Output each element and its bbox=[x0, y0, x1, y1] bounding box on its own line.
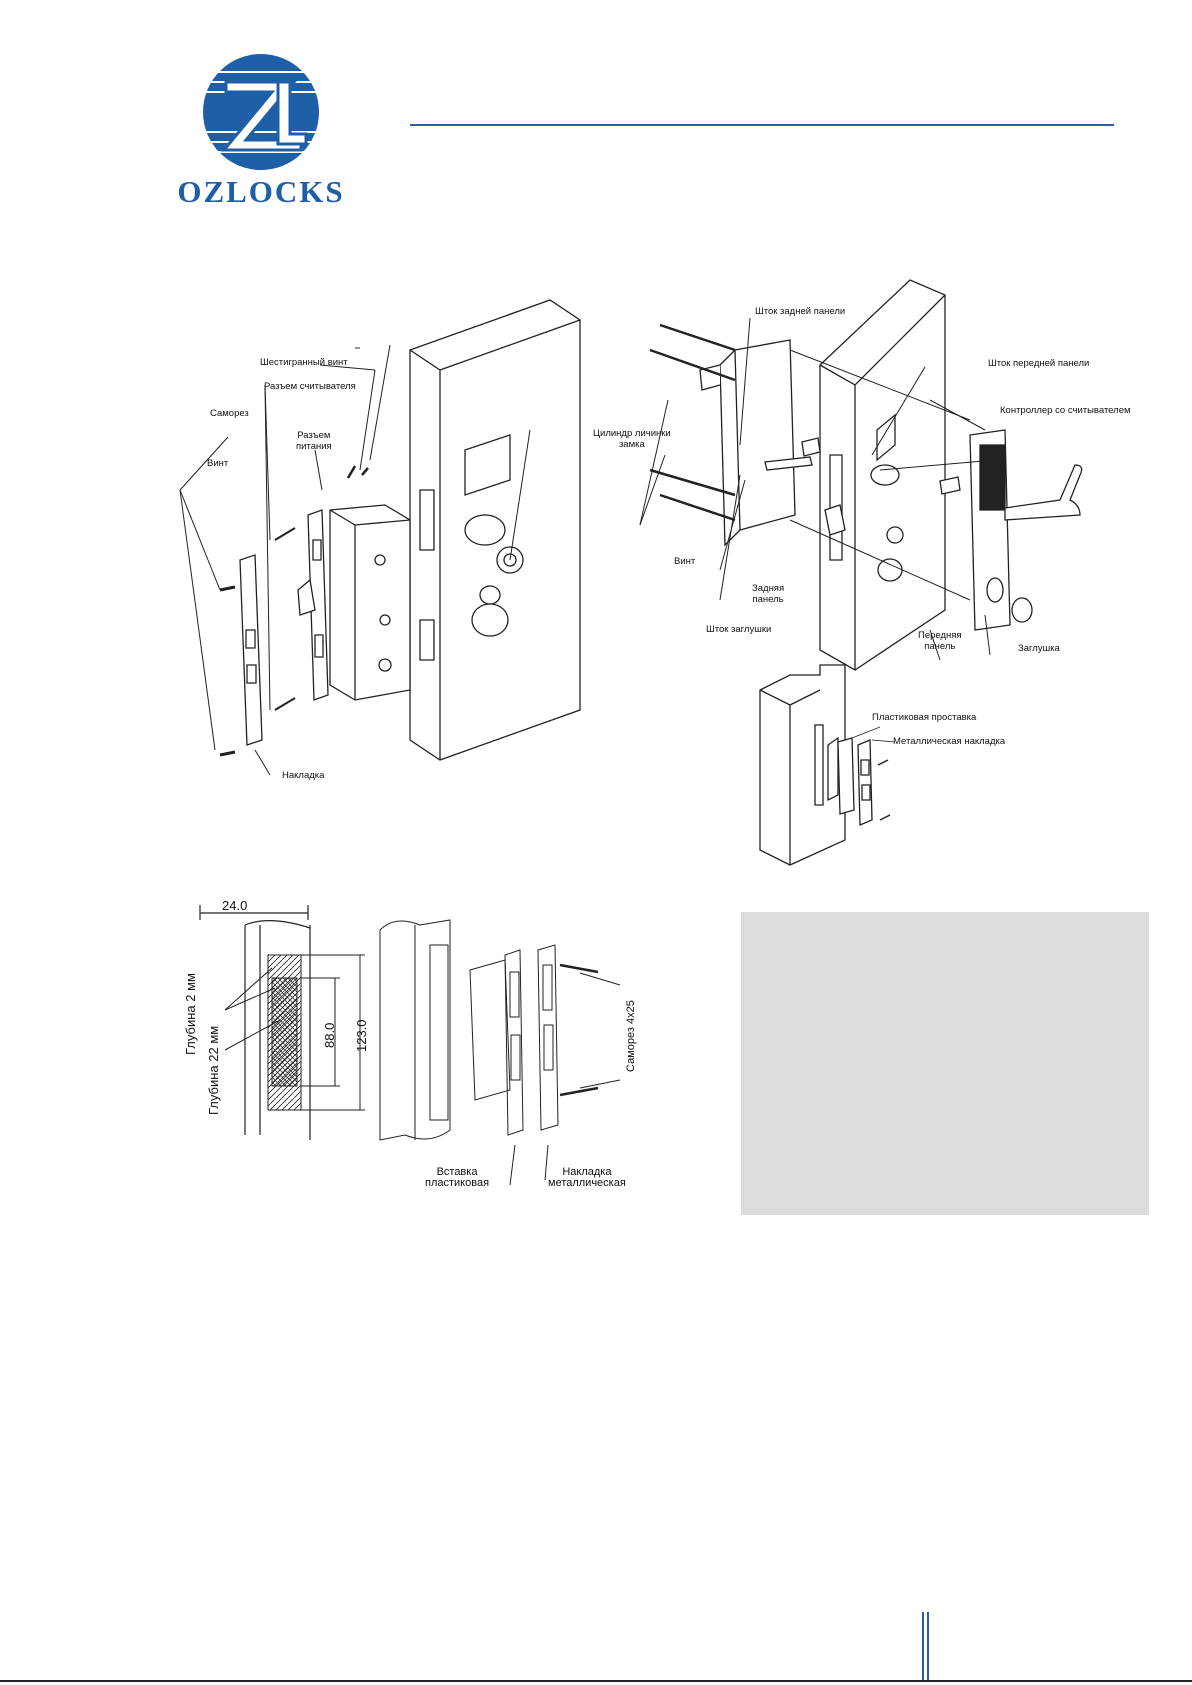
label-front-panel: Передняя панель bbox=[918, 630, 962, 652]
dim-width: 24.0 bbox=[222, 898, 248, 913]
handle-set-exploded-diagram bbox=[640, 270, 1140, 670]
label-front-spindle: Шток передней панели bbox=[988, 358, 1090, 369]
footer-marker-2 bbox=[927, 1612, 929, 1680]
label-back-panel: Задняя панель bbox=[752, 583, 785, 605]
label-plastic-insert: Вставка пластиковая bbox=[425, 1166, 490, 1189]
label-power-connector: Разъем питания bbox=[296, 430, 332, 452]
label-back-spindle: Шток задней панели bbox=[755, 306, 846, 317]
label-controller: Контроллер со считывателем bbox=[1000, 405, 1131, 416]
label-faceplate: Накладка bbox=[282, 770, 325, 781]
label-screw-left: Винт bbox=[207, 458, 229, 469]
label-plug: Заглушка bbox=[1018, 643, 1060, 654]
footer-marker bbox=[922, 1612, 924, 1680]
label-hex-screw: Шестигранный винт bbox=[260, 357, 348, 368]
label-screws-4x25: Саморез 4х25 bbox=[625, 1000, 637, 1072]
label-reader-connector: Разъем считывателя bbox=[264, 381, 356, 392]
logo-text: OZLOCKS bbox=[177, 174, 345, 209]
logo-emblem-icon bbox=[166, 54, 356, 170]
label-plastic-spacer: Пластиковая проставка bbox=[872, 712, 977, 723]
header-rule bbox=[410, 124, 1114, 126]
strike-plate-diagram bbox=[760, 660, 1020, 865]
label-self-tapping-screw: Саморез bbox=[210, 408, 249, 419]
note-box bbox=[741, 912, 1149, 1215]
dim-outer-height: 123.0 bbox=[354, 1019, 369, 1052]
label-depth-22mm: Глубина 22 мм bbox=[206, 1025, 221, 1115]
label-plug-spindle: Шток заглушки bbox=[706, 624, 772, 635]
dim-inner-height: 88.0 bbox=[322, 1022, 337, 1048]
strike-cutout-dimension-diagram bbox=[180, 900, 660, 1200]
brand-logo: OZLOCKS bbox=[166, 52, 356, 212]
footer-rule bbox=[0, 1680, 1192, 1682]
label-metal-plate: Металлическая накладка bbox=[893, 736, 1006, 747]
label-cylinder: Цилиндр личинки замка bbox=[593, 428, 671, 450]
mortise-lock-exploded-diagram bbox=[180, 290, 700, 810]
label-metal-cover: Накладка металлическая bbox=[548, 1166, 626, 1189]
label-screw-right: Винт bbox=[674, 556, 696, 567]
label-depth-2mm: Глубина 2 мм bbox=[183, 973, 198, 1055]
